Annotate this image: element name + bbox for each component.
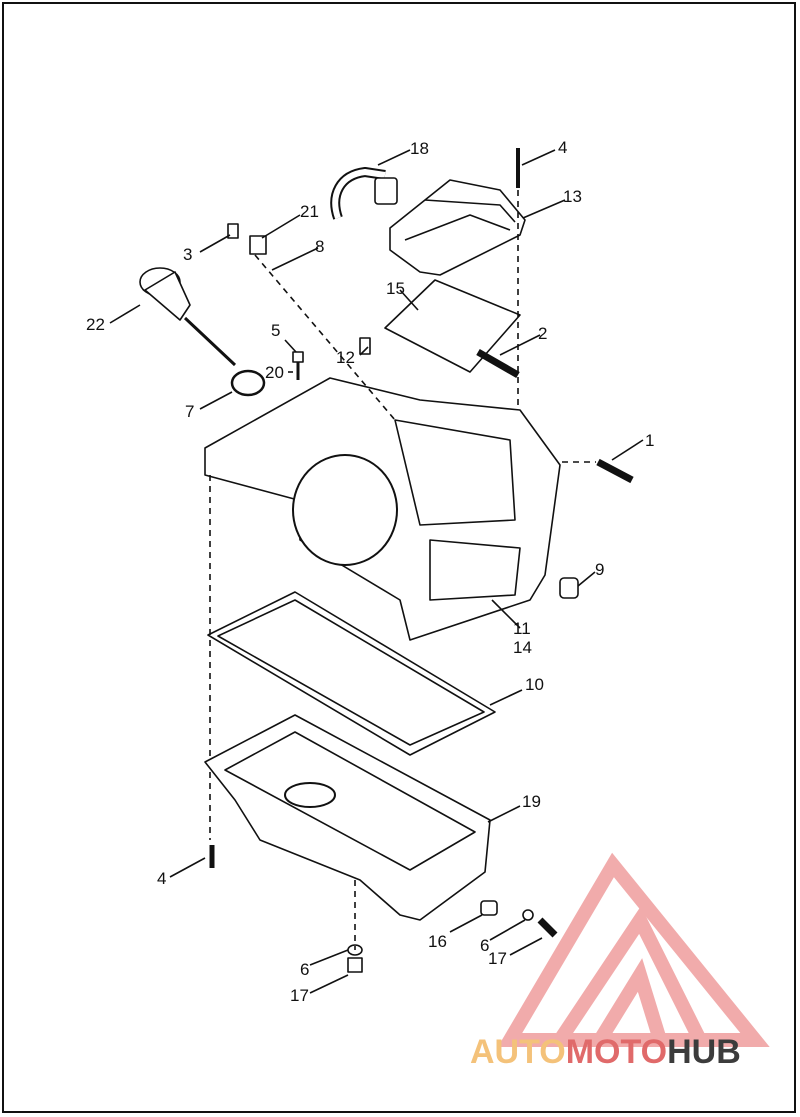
callout-14: 14 (513, 638, 532, 657)
callout-3: 3 (183, 245, 193, 264)
bolt-part (476, 348, 520, 379)
callout-10: 10 (525, 675, 544, 694)
callout-9: 9 (595, 560, 605, 579)
callout-17-right: 17 (488, 949, 507, 968)
callout-13: 13 (563, 187, 582, 206)
callout-7: 7 (185, 402, 195, 421)
callout-12: 12 (336, 348, 355, 367)
callout-20: 20 (265, 363, 284, 382)
oil-pan-part (204, 714, 491, 921)
callout-6-bottom: 6 (300, 960, 310, 979)
callout-15: 15 (386, 279, 405, 298)
callout-2: 2 (538, 324, 548, 343)
oil-pan-gasket-part (207, 591, 496, 756)
callout-11: 11 (513, 619, 531, 638)
callout-5: 5 (271, 321, 281, 340)
callout-4-bottom: 4 (157, 869, 167, 888)
callout-4-top: 4 (558, 138, 568, 157)
callout-16: 16 (428, 932, 447, 951)
callout-8: 8 (315, 237, 325, 256)
callout-18: 18 (410, 139, 429, 158)
cover-gasket-part (384, 279, 521, 373)
callout-19: 19 (522, 792, 541, 811)
callout-22: 22 (86, 315, 105, 334)
callout-1: 1 (645, 431, 655, 450)
callout-17-bottom: 17 (290, 986, 309, 1005)
callout-21: 21 (300, 202, 319, 221)
watermark-part-auto: AUTO (470, 1033, 566, 1071)
watermark-text: AUTOMOTOHUB (470, 1035, 741, 1069)
watermark-part-moto: MOTO (565, 1033, 668, 1071)
callout-6-right: 6 (480, 936, 490, 955)
watermark-part-hub: HUB (667, 1033, 741, 1071)
watermark-logo-icon (497, 852, 770, 1047)
